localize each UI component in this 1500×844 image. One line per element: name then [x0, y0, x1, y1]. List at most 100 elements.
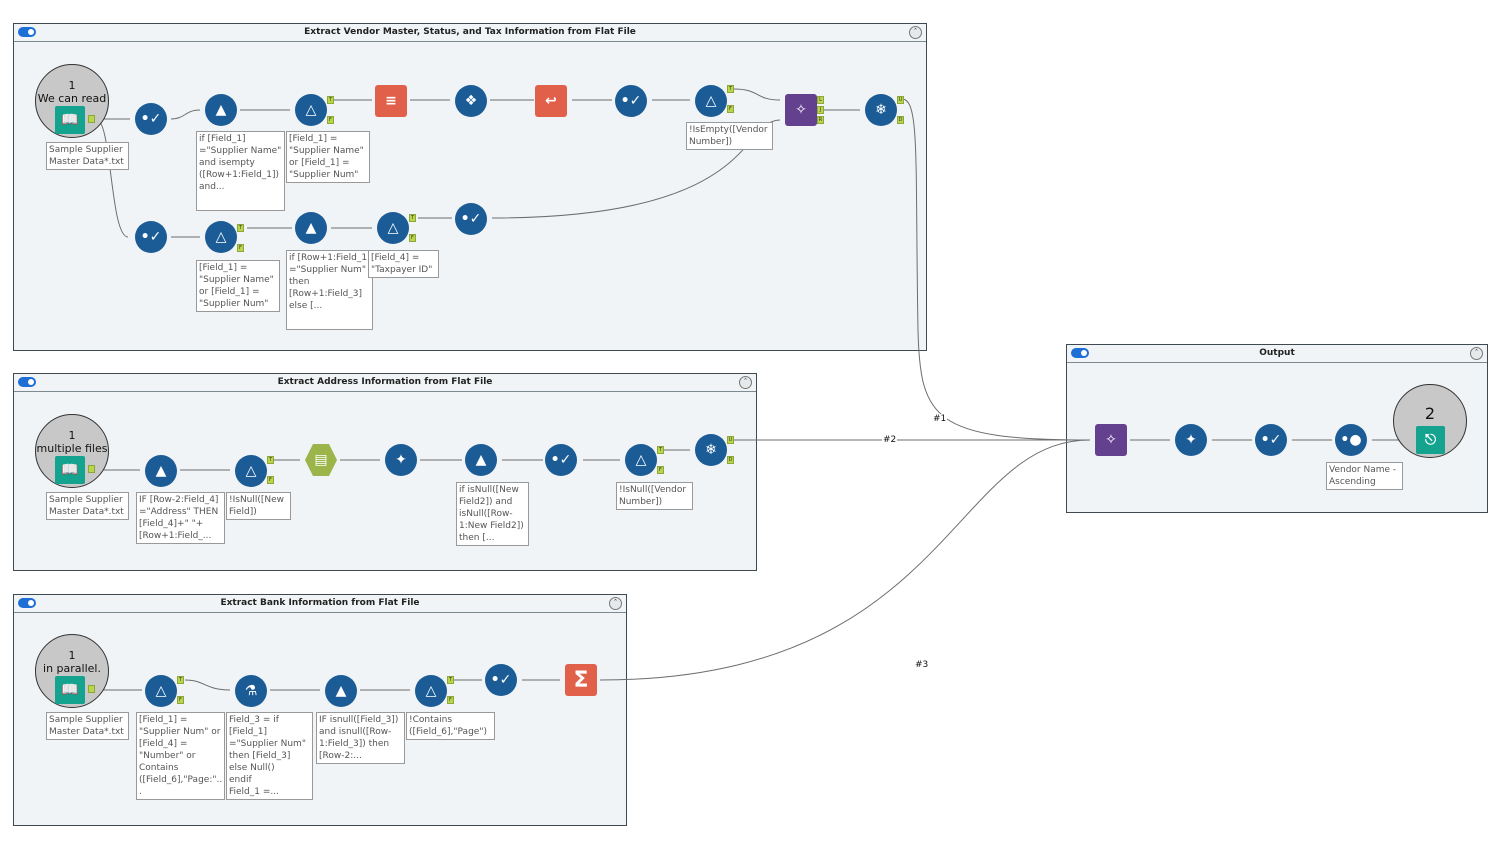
- dynamic-rename-tool[interactable]: ▤: [305, 444, 337, 476]
- duplicate-anchor[interactable]: D: [897, 116, 904, 124]
- transpose-tool[interactable]: ↩: [535, 85, 567, 117]
- left-anchor[interactable]: L: [817, 96, 824, 104]
- tool-annotation: if [Row+1:Field_1] ="Supplier Num" then …: [286, 250, 373, 330]
- false-anchor[interactable]: F: [237, 244, 244, 252]
- data-cleansing-tool[interactable]: ✦: [385, 444, 417, 476]
- true-anchor[interactable]: T: [237, 224, 244, 232]
- right-anchor[interactable]: R: [817, 116, 824, 124]
- false-anchor[interactable]: F: [657, 466, 664, 474]
- filter-icon: △: [305, 102, 317, 118]
- true-anchor[interactable]: T: [327, 96, 334, 104]
- false-anchor[interactable]: F: [409, 234, 416, 242]
- sort-tool[interactable]: •●: [1335, 424, 1367, 456]
- tool-annotation: [Field_1] = "Supplier Name" or [Field_1]…: [286, 131, 370, 183]
- true-anchor[interactable]: T: [447, 676, 454, 684]
- binoculars-icon: ⎋: [1424, 432, 1437, 448]
- data-cleansing-tool[interactable]: ✦: [1175, 424, 1207, 456]
- false-anchor[interactable]: F: [267, 476, 274, 484]
- filter-tool[interactable]: △: [205, 221, 237, 253]
- multi-row-icon: ▲: [305, 220, 317, 236]
- union-tool[interactable]: ✧: [1095, 424, 1127, 456]
- summarize-tool[interactable]: Σ: [565, 664, 597, 696]
- true-anchor[interactable]: T: [727, 85, 734, 93]
- select-tool[interactable]: •✓: [135, 103, 167, 135]
- multi-row-formula-tool[interactable]: ▲: [325, 675, 357, 707]
- filter-tool[interactable]: △: [235, 455, 267, 487]
- tool-annotation: Field_3 = if [Field_1] ="Supplier Num" t…: [226, 712, 313, 800]
- true-anchor[interactable]: T: [409, 214, 416, 222]
- join-tool[interactable]: ✧: [785, 94, 817, 126]
- select-tool[interactable]: •✓: [615, 85, 647, 117]
- output-anchor[interactable]: [88, 115, 95, 123]
- unique-tool[interactable]: ❄: [695, 434, 727, 466]
- true-anchor[interactable]: T: [177, 676, 184, 684]
- browse-tool[interactable]: ⎋: [1416, 426, 1445, 454]
- union-icon: ✧: [1105, 432, 1117, 448]
- container-bank[interactable]: Extract Bank Information from Flat File …: [13, 594, 627, 826]
- duplicate-anchor[interactable]: D: [727, 456, 734, 464]
- false-anchor[interactable]: F: [327, 116, 334, 124]
- multi-row-formula-tool[interactable]: ▲: [295, 212, 327, 244]
- unique-tool[interactable]: ❄: [865, 94, 897, 126]
- true-anchor[interactable]: T: [267, 456, 274, 464]
- multi-row-icon: ▲: [475, 452, 487, 468]
- filter-tool[interactable]: △: [377, 212, 409, 244]
- filter-tool[interactable]: △: [415, 675, 447, 707]
- filter-tool[interactable]: △: [695, 85, 727, 117]
- select-tool[interactable]: •✓: [135, 221, 167, 253]
- grid-icon: ❖: [464, 93, 478, 109]
- select-tool[interactable]: •✓: [545, 444, 577, 476]
- check-icon: •✓: [460, 211, 482, 227]
- comment-text: multiple files: [36, 442, 108, 455]
- filter-tool[interactable]: △: [625, 444, 657, 476]
- filter-tool[interactable]: △: [295, 94, 327, 126]
- false-anchor[interactable]: F: [727, 105, 734, 113]
- container-toggle[interactable]: [18, 27, 36, 37]
- collapse-icon[interactable]: ˆ: [739, 376, 752, 389]
- multi-row-formula-tool[interactable]: ▲: [465, 444, 497, 476]
- select-tool[interactable]: •✓: [455, 203, 487, 235]
- comment-bubble[interactable]: 1 in parallel.: [35, 634, 109, 708]
- wire-label-2: #2: [882, 435, 898, 445]
- tool-annotation: if isNull([New Field2]) and isNull([Row-…: [456, 482, 529, 546]
- select-tool[interactable]: •✓: [485, 664, 517, 696]
- container-vendor-master[interactable]: Extract Vendor Master, Status, and Tax I…: [13, 23, 927, 351]
- container-toggle[interactable]: [18, 377, 36, 387]
- collapse-icon[interactable]: ˆ: [1470, 347, 1483, 360]
- unique-anchor[interactable]: U: [727, 436, 734, 444]
- container-header: Output ˆ: [1067, 345, 1487, 363]
- collapse-icon[interactable]: ˆ: [609, 597, 622, 610]
- output-anchor[interactable]: [88, 685, 95, 693]
- container-header: Extract Bank Information from Flat File …: [14, 595, 626, 613]
- select-tool[interactable]: •✓: [1255, 424, 1287, 456]
- cross-tab-tool[interactable]: ❖: [455, 85, 487, 117]
- tool-annotation: !IsNull([Vendor Number]): [616, 482, 693, 510]
- false-anchor[interactable]: F: [177, 696, 184, 704]
- join-anchor[interactable]: J: [817, 106, 824, 114]
- input-data-tool[interactable]: 📖: [55, 106, 85, 134]
- comment-number: 1: [68, 429, 76, 442]
- check-icon: •✓: [140, 229, 162, 245]
- tool-annotation: !Contains ([Field_6],"Page"): [406, 712, 495, 740]
- multi-row-formula-tool[interactable]: ▲: [205, 94, 237, 126]
- tool-annotation: Sample Supplier Master Data*.txt: [46, 492, 129, 520]
- false-anchor[interactable]: F: [447, 696, 454, 704]
- multi-row-formula-tool[interactable]: ▲: [145, 455, 177, 487]
- input-data-tool[interactable]: 📖: [55, 456, 85, 484]
- true-anchor[interactable]: T: [657, 446, 664, 454]
- output-anchor[interactable]: [88, 465, 95, 473]
- table-icon: ▤: [314, 452, 328, 468]
- text-to-columns-tool[interactable]: ≡: [375, 85, 407, 117]
- container-toggle[interactable]: [1071, 348, 1089, 358]
- snowflake-icon: ❄: [875, 102, 887, 118]
- formula-tool[interactable]: ⚗: [235, 675, 267, 707]
- unique-anchor[interactable]: U: [897, 96, 904, 104]
- input-data-tool[interactable]: 📖: [55, 676, 85, 704]
- tool-annotation: [Field_1] = "Supplier Name" or [Field_1]…: [196, 260, 280, 312]
- filter-tool[interactable]: △: [145, 675, 177, 707]
- collapse-icon[interactable]: ˆ: [909, 26, 922, 39]
- container-toggle[interactable]: [18, 598, 36, 608]
- tool-annotation: [Field_1] = "Supplier Num" or [Field_4] …: [136, 712, 225, 800]
- book-icon: 📖: [61, 682, 79, 698]
- multi-row-icon: ▲: [335, 683, 347, 699]
